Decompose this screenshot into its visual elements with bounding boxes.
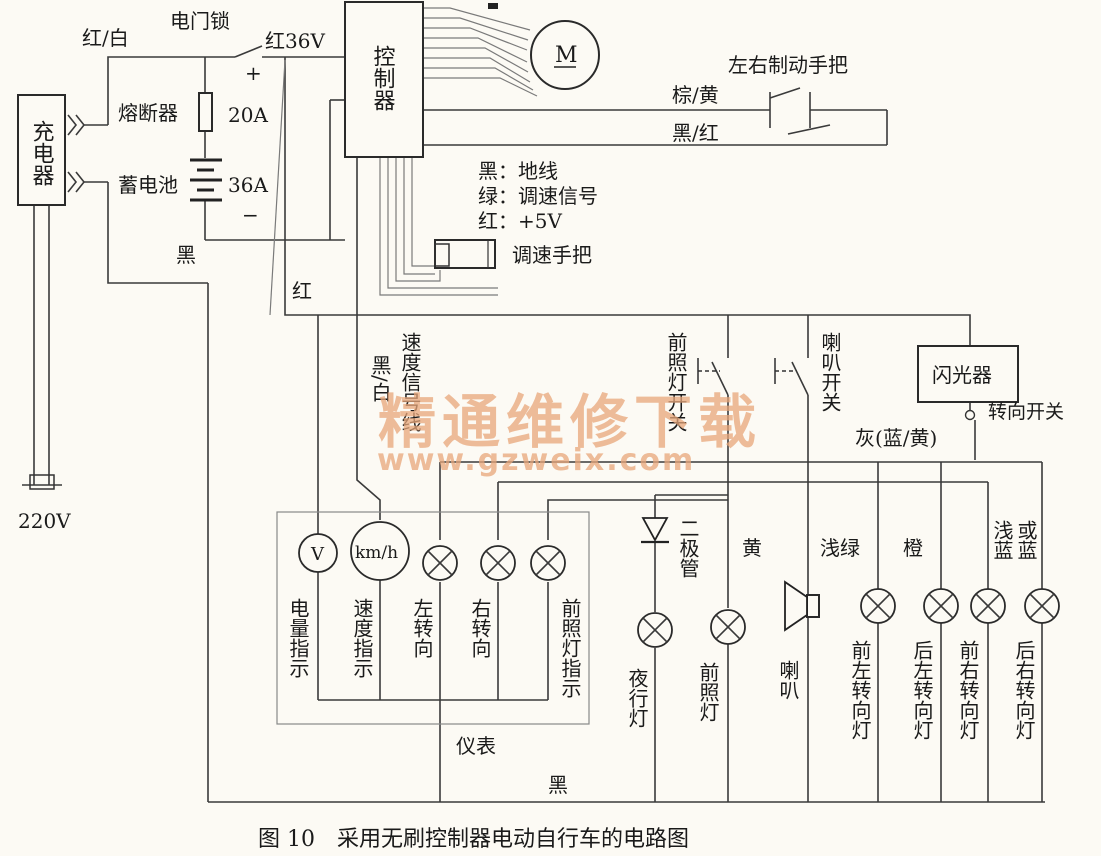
volt-symbol: V [310, 544, 325, 565]
headlight-indicator-icon [530, 545, 566, 581]
label-door-lock: 电门锁 [170, 9, 230, 33]
flasher-box [917, 345, 1019, 403]
headlight-label: 前照灯 [696, 662, 720, 722]
label-battery: 蓄电池 [118, 173, 178, 197]
motor-label: M [555, 43, 578, 68]
battery-icon [190, 158, 222, 202]
meter-item-battery: 电量指示 [286, 598, 310, 678]
meter-item-right: 右转向 [468, 598, 492, 658]
front-right-label: 前右转向灯 [956, 640, 980, 740]
headlight-switch-label: 前照灯开关 [664, 332, 688, 432]
ground-black-label: 黑 [548, 773, 568, 797]
or-blue-label: 或蓝 [1014, 520, 1038, 560]
label-minus: − [242, 203, 259, 227]
label-red: 红 [292, 279, 312, 303]
night-light-icon [637, 612, 673, 648]
rear-right-turn-lamp-icon [1024, 588, 1060, 624]
caption: 图 10 采用无刷控制器电动自行车的电路图 [258, 827, 689, 852]
motor-icon [530, 20, 600, 90]
label-fuse-rating: 20A [228, 103, 268, 127]
meter-item-headlight: 前照灯指示 [558, 598, 582, 698]
controller-box [344, 1, 424, 158]
front-left-turn-lamp-icon [860, 588, 896, 624]
light-blue-label: 浅蓝 [990, 520, 1014, 560]
front-left-label: 前左转向灯 [848, 640, 872, 740]
diode-icon [641, 517, 669, 544]
meter-label: 仪表 [456, 734, 496, 758]
fuse-icon [198, 92, 213, 132]
charger-box [17, 94, 66, 206]
orange-label: 橙 [903, 536, 923, 560]
left-turn-indicator-icon [422, 545, 458, 581]
rear-left-label: 后左转向灯 [910, 640, 934, 740]
turn-switch-label: 转向开关 [988, 401, 1064, 423]
watermark-title: 精通维修下载 [378, 388, 762, 456]
voltmeter-icon [298, 533, 338, 573]
label-plus: + [245, 61, 262, 85]
rear-left-turn-lamp-icon [923, 588, 959, 624]
brake-wire-1: 棕/黄 [672, 83, 719, 107]
charger-label: 充电器 [29, 120, 55, 186]
diode-label: 二极管 [676, 518, 700, 578]
horn-switch-label: 喇叭开关 [818, 332, 842, 412]
meter-item-speed: 速度指示 [350, 598, 374, 678]
label-black: 黑 [176, 243, 196, 267]
turn-switch-node [964, 409, 976, 421]
label-red-white: 红/白 [82, 26, 129, 50]
label-fuse: 熔断器 [118, 101, 178, 125]
right-turn-indicator-icon [480, 545, 516, 581]
gray-wire-label: 灰(蓝/黄) [855, 426, 937, 450]
label-battery-rating: 36A [228, 173, 268, 197]
speedometer-icon [350, 521, 410, 581]
flasher-label: 闪光器 [932, 363, 992, 387]
watermark-url: www.gzweix.com [377, 443, 695, 478]
throttle-black: 黑：地线 [478, 159, 558, 183]
throttle-green: 绿：调速信号 [478, 184, 598, 208]
watermark: 精通维修下载 www.gzweix.com [377, 388, 762, 478]
night-light-label: 夜行灯 [625, 668, 649, 728]
brake-label: 左右制动手把 [728, 53, 848, 77]
yellow-label: 黄 [742, 536, 762, 560]
brake-wire-2: 黑/红 [672, 121, 719, 145]
brake-switch-icon [769, 87, 831, 135]
label-red36v: 红36V [265, 29, 325, 53]
throttle-label: 调速手把 [512, 243, 592, 267]
speed-signal-color: 黑/白 [368, 355, 392, 402]
speed-symbol: km/h [355, 543, 398, 563]
controller-label: 控制器 [370, 45, 396, 111]
throttle-handle-icon [434, 239, 496, 269]
plug-voltage: 220V [18, 509, 71, 533]
wires [33, 7, 1045, 803]
horn-label: 喇叭 [776, 660, 800, 700]
meter-item-left: 左转向 [410, 598, 434, 658]
speed-signal-label: 速度信号线 [398, 332, 422, 432]
throttle-red: 红：+5V [478, 209, 562, 233]
front-right-turn-lamp-icon [970, 588, 1006, 624]
horn-icon [784, 580, 820, 632]
rear-right-label: 后右转向灯 [1012, 640, 1036, 740]
headlight-icon [710, 609, 746, 645]
light-green-label: 浅绿 [820, 536, 860, 560]
